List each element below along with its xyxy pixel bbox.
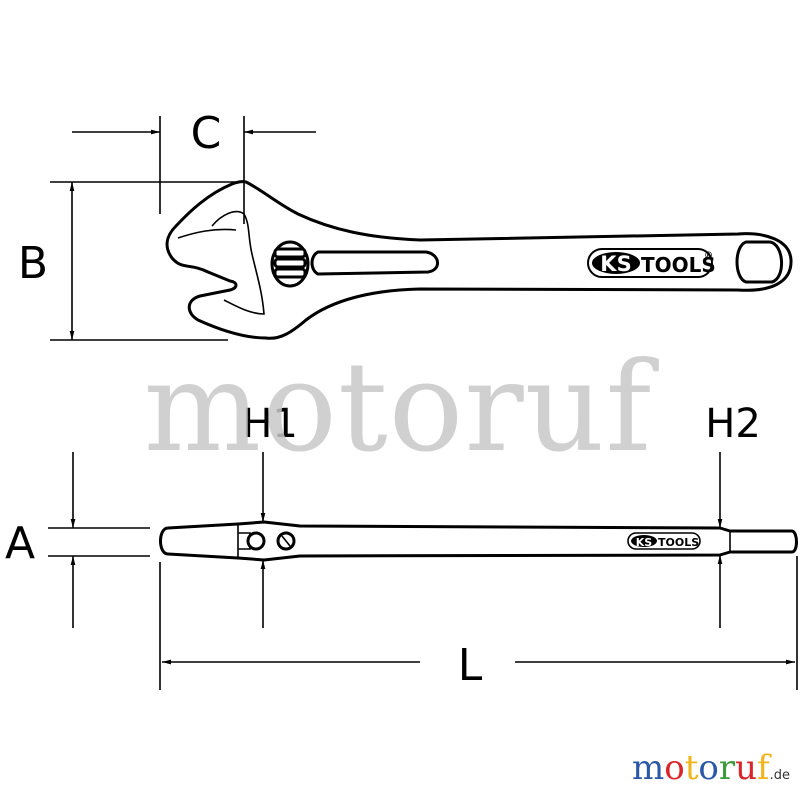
worm-gear-icon [270,240,310,288]
brand-tools-side: TOOLS [658,536,699,549]
dim-label-h2: H2 [705,401,761,447]
watermark-text: motoruf [144,336,660,480]
dimension-c: C [72,108,316,224]
dim-label-a: A [5,518,35,569]
dim-label-b: B [18,238,48,289]
footer-logo-letters: motoruf [632,748,770,788]
footer-logo-suffix: .de [769,768,790,783]
side-pivot-icon [246,531,266,551]
dimension-h1: H1 [242,401,298,628]
jaw-inner-contour [211,210,265,315]
brand-tools-top: TOOLS [641,253,716,277]
wrench-top-view: KS TOOLS ® [165,180,793,340]
dimension-b: B [18,181,246,341]
brand-registered-top: ® [704,251,713,261]
footer-logo-letter: u [735,748,758,788]
dimension-l: L [159,556,798,691]
brand-badge-top: KS TOOLS ® [587,248,716,278]
brand-ks-side: KS [636,536,653,549]
footer-watermark-logo: motoruf.de [632,748,790,788]
footer-logo-letter: m [631,748,665,788]
wrench-side-view: KS TOOLS [159,520,798,562]
dim-label-l: L [458,640,483,691]
footer-logo-letter: f [757,748,770,788]
dim-label-h1: H1 [242,401,298,447]
brand-ks-top: KS [600,252,631,276]
brand-badge-side: KS TOOLS [627,532,701,550]
wrench-body-outline [165,180,793,340]
footer-logo-letter: t [684,748,699,788]
handle-eye [735,240,783,284]
footer-logo-letter: o [698,748,719,788]
side-body-outline [159,520,798,562]
handle-slot [310,250,439,276]
footer-logo-letter: o [664,748,685,788]
dim-label-c: C [191,108,222,159]
dimension-h2: H2 [705,401,761,628]
dimension-a: A [5,452,150,628]
jaw-inner-edge [177,228,237,239]
footer-logo-letter: r [718,748,736,788]
